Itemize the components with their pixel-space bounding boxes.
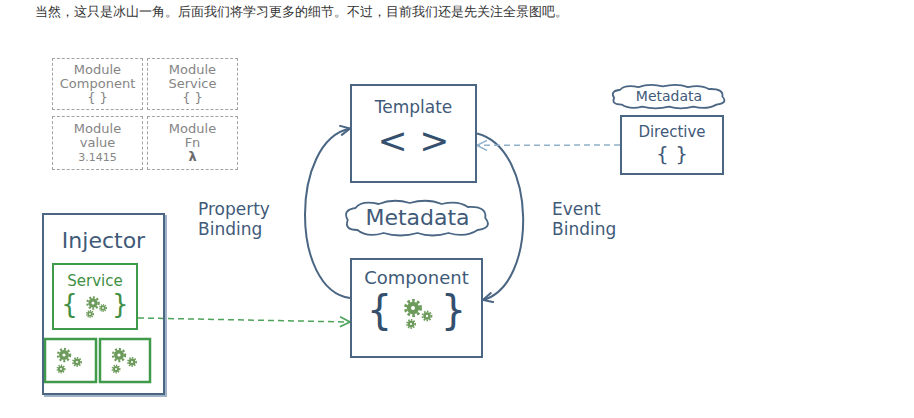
template-box: Template < >: [350, 84, 477, 183]
binding-arrow: [305, 129, 350, 298]
module-box: Module value3.1415: [52, 116, 143, 170]
cloud-outline-path: [613, 85, 725, 108]
module-box: Module Component{ }: [52, 58, 143, 110]
metadata-cloud: Metadata: [608, 83, 730, 110]
intro-text: 当然，这只是冰山一角。后面我们将学习更多的细节。不过，目前我们还是先关注全景图吧…: [35, 4, 568, 20]
box-title: Directive: [638, 124, 705, 141]
directive-symbol: { }: [656, 143, 688, 165]
gear-box: [100, 339, 150, 382]
gear-box: [45, 339, 96, 382]
dashed-connector: [477, 144, 620, 146]
cloud-label: Metadata: [365, 206, 469, 230]
box-title: Service: [67, 273, 122, 290]
module-name: Module Fn: [169, 122, 216, 151]
module-symbol: λ: [188, 150, 196, 164]
module-name: Module value: [74, 122, 121, 151]
directive-box: Directive { }: [620, 115, 724, 175]
injector-box: InjectorService{ }: [42, 213, 165, 395]
gear-cluster: [112, 349, 136, 373]
cloud-outline-path: [346, 201, 488, 236]
service-symbol: { }: [61, 290, 128, 319]
injection-connector: [138, 318, 350, 322]
module-value: 3.1415: [78, 152, 117, 164]
module-symbol: { }: [87, 91, 108, 105]
template-symbol: < >: [378, 121, 450, 161]
service-box: Service{ }: [52, 263, 138, 330]
box-title: Template: [375, 98, 453, 117]
metadata-cloud: Metadata: [340, 198, 495, 238]
component-symbol: { }: [367, 288, 467, 332]
gear-cluster: [57, 349, 81, 373]
module-name: Module Service: [168, 63, 216, 92]
box-title: Injector: [62, 229, 145, 253]
component-box: Component{ }: [350, 258, 483, 358]
cloud-label: Metadata: [636, 89, 702, 104]
edge-label: Property Binding: [198, 200, 270, 239]
box-title: Component: [364, 268, 469, 288]
module-symbol: { }: [182, 91, 203, 105]
module-box: Module Service{ }: [147, 58, 238, 110]
module-name: Module Component: [60, 63, 135, 92]
edge-label: Event Binding: [552, 200, 616, 239]
module-box: Module Fnλ: [147, 116, 238, 170]
